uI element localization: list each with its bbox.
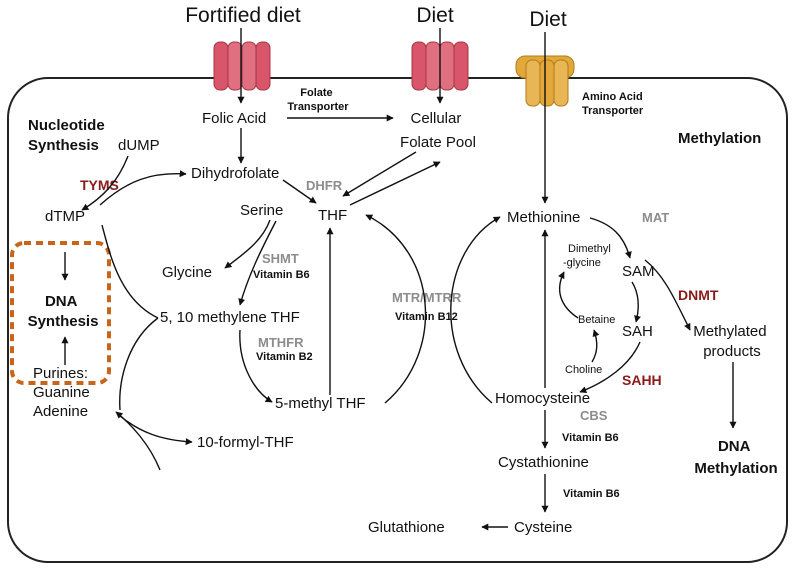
folic-acid: Folic Acid — [202, 110, 266, 127]
sah: SAH — [622, 323, 653, 340]
nucleotide-synthesis-label: Nucleotide Synthesis — [28, 117, 109, 154]
methylation-label: Methylation — [678, 130, 761, 147]
enzyme-cbs: CBS — [580, 408, 608, 423]
enzyme-dnmt: DNMT — [678, 287, 719, 303]
folate-transporter-icon — [213, 41, 271, 91]
cofactor-b6-cysteine: Vitamin B6 — [563, 488, 620, 500]
arrow-serine-to-glycine — [224, 219, 271, 269]
arrow-mtr-to-methionine — [450, 216, 501, 404]
folate-transporter-icon-2 — [411, 41, 469, 91]
methylene-thf: 5, 10 methylene THF — [160, 309, 300, 326]
arrow-to-formyl — [119, 415, 193, 446]
enzyme-mtr-mtrr: MTR/MTRR — [392, 290, 462, 305]
arrow-methylene-to-methyl — [239, 329, 273, 403]
folate-transporter-label: Folate Transporter — [287, 87, 349, 113]
arrow-to-adenine — [115, 411, 161, 471]
bracket-methylene-to-dna — [119, 317, 159, 411]
dna-methylation-label: DNA Methylation — [694, 438, 777, 477]
dna-synthesis-label: DNA Synthesis — [28, 293, 99, 330]
enzyme-mat: MAT — [642, 210, 669, 225]
formyl-thf: 10-formyl-THF — [197, 434, 294, 451]
amino-acid-transporter-label: Amino Acid Transporter — [582, 91, 646, 117]
methylated-products: Methylated products — [693, 323, 771, 360]
cystathionine: Cystathionine — [498, 454, 589, 471]
enzyme-sahh: SAHH — [622, 372, 662, 388]
glycine: Glycine — [162, 264, 212, 281]
enzyme-shmt: SHMT — [262, 251, 299, 266]
dimethylglycine: Dimethyl -glycine — [563, 243, 614, 269]
enzyme-tyms: TYMS — [80, 177, 119, 193]
diet-label-amino: Diet — [529, 8, 567, 31]
arrow-thf-to-pool — [349, 161, 441, 206]
arrow-methionine-to-sam — [589, 217, 632, 259]
dihydrofolate: Dihydrofolate — [191, 165, 279, 182]
dna-synthesis-box — [10, 241, 111, 385]
methyl-thf: 5-methyl THF — [275, 395, 366, 412]
cofactor-b6-shmt: Vitamin B6 — [253, 269, 310, 281]
cysteine: Cysteine — [514, 519, 572, 536]
cell-membrane — [7, 77, 788, 563]
arrow-serine-to-methylene — [238, 220, 277, 306]
arrow-sam-to-methylated — [644, 259, 691, 331]
glutathione: Glutathione — [368, 519, 445, 536]
dtmp: dTMP — [45, 208, 85, 225]
cofactor-b6-cbs: Vitamin B6 — [562, 432, 619, 444]
enzyme-dhfr: DHFR — [306, 178, 343, 193]
bracket-methylene-to-purines — [101, 224, 159, 319]
serine: Serine — [240, 202, 283, 219]
arrow-dump-to-dtmp — [81, 155, 129, 211]
arrow-sam-to-sah — [631, 281, 641, 323]
diet-label-folate: Diet — [416, 4, 454, 27]
arrow-pool-to-thf — [342, 151, 417, 197]
cofactor-b12: Vitamin B12 — [395, 311, 458, 323]
fortified-diet-label: Fortified diet — [185, 4, 301, 27]
arrow-choline-to-betaine — [591, 329, 600, 363]
dump: dUMP — [118, 137, 160, 154]
homocysteine: Homocysteine — [495, 390, 590, 407]
arrow-to-dihydrofolate — [99, 170, 187, 206]
cofactor-b2: Vitamin B2 — [256, 351, 313, 363]
enzyme-mthfr: MTHFR — [258, 335, 304, 350]
choline: Choline — [565, 364, 602, 376]
arrow-sah-to-homocysteine — [579, 341, 641, 394]
sam: SAM — [622, 263, 655, 280]
thf: THF — [318, 207, 347, 224]
purines: Purines: Guanine Adenine — [33, 365, 94, 420]
methionine: Methionine — [507, 209, 580, 226]
cellular-folate-pool: Cellular Folate Pool — [400, 110, 476, 151]
betaine: Betaine — [578, 314, 615, 326]
arrow-dihydrofolate-to-thf — [282, 179, 317, 204]
arrow-betaine-to-dimethylglycine — [558, 271, 579, 319]
arrow-mtr-to-thf — [365, 214, 427, 404]
